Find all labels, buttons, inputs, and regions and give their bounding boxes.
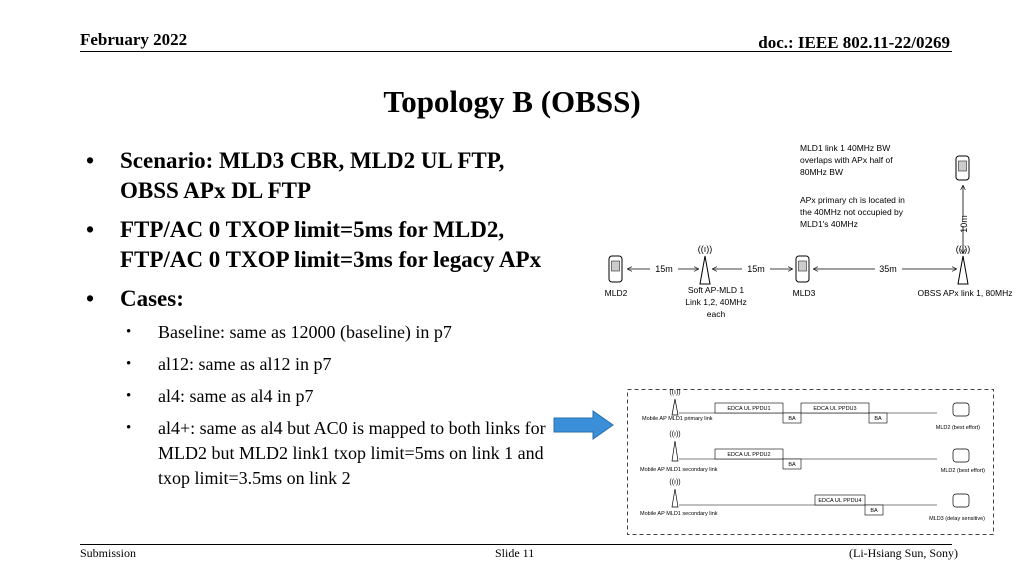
svg-text:((ı)): ((ı)) [956, 244, 971, 254]
ba-label: BA [870, 508, 878, 514]
mld2-phone-icon [608, 255, 623, 283]
bullet-scenario: •Scenario: MLD3 CBR, MLD2 UL FTP, OBSS A… [86, 148, 505, 203]
ba-label: BA [788, 462, 796, 468]
sub-bullet-dot: • [126, 419, 132, 436]
timing-diagram: ((ı)) Mobile AP MLD1 primary link EDCA U… [627, 389, 994, 535]
ap-tower-icon [671, 398, 679, 416]
device-1-label: MLD2 (best effort) [936, 425, 980, 431]
obss-ap-icon: ((ı)) [956, 244, 971, 285]
right-arrow-icon [553, 410, 614, 440]
ppdu-block [714, 448, 784, 460]
ppdu-3-label: EDCA UL PPDU4 [818, 498, 861, 504]
phone-icon [952, 402, 970, 417]
bullet-dot: • [86, 217, 95, 242]
ppdu-block [814, 494, 866, 506]
ba-block [864, 504, 884, 516]
label-obss-ap: OBSS APx link 1, 80MHz [918, 288, 1013, 298]
sub-bullet-dot: • [126, 355, 132, 372]
device-2-label: MLD2 (best effort) [941, 468, 985, 474]
header-date: February 2022 [80, 30, 188, 49]
ppdu-block [800, 402, 870, 414]
note-overlap-line3: 80MHz BW [800, 167, 843, 177]
footer-submission: Submission [80, 546, 137, 560]
timing-border [627, 389, 994, 535]
mld3-phone-icon [795, 255, 810, 283]
ppdu-1b-label: EDCA UL PPDU3 [813, 406, 856, 412]
phone-icon [952, 448, 970, 463]
ba-block [868, 412, 888, 424]
distance-label-1: 15m [655, 264, 673, 274]
antenna-icon: ((ı)) [669, 479, 680, 486]
footer-rule [80, 544, 952, 545]
note-primary-line2: the 40MHz not occupied by [800, 207, 904, 217]
bullet-dot: • [86, 286, 95, 311]
ba-label: BA [874, 416, 882, 422]
note-primary-line3: MLD1's 40MHz [800, 219, 858, 229]
note-primary-line1: APx primary ch is located in [800, 195, 905, 205]
distance-vertical-label: 10m [959, 215, 969, 233]
slide-title: Topology B (OBSS) [383, 84, 641, 119]
ap-tower-icon [671, 440, 679, 462]
antenna-icon: ((ı)) [669, 431, 680, 438]
footer-slide-number: Slide 11 [495, 546, 535, 560]
header-doc-id: doc.: IEEE 802.11-22/0269 [758, 33, 950, 52]
row3-label: Mobile AP MLD1 secondary link [640, 511, 718, 517]
sub-bullet-al4: •al4: same as al4 in p7 [86, 384, 556, 409]
sub-bullet-baseline: •Baseline: same as 12000 (baseline) in p… [86, 320, 556, 345]
soft-ap-icon: ((ı)) [698, 244, 713, 285]
sub-bullet-al12: •al12: same as al12 in p7 [86, 352, 556, 377]
ppdu-block [714, 402, 784, 414]
label-soft-ap-line3: each [707, 309, 726, 319]
label-mld3: MLD3 [793, 288, 816, 298]
phone-icon [955, 155, 970, 181]
ppdu-2-label: EDCA UL PPDU2 [727, 452, 770, 458]
sub-bullet-al4plus: •al4+: same as al4 but AC0 is mapped to … [126, 417, 546, 488]
row2-label: Mobile AP MLD1 secondary link [640, 467, 718, 473]
distance-label-2: 15m [747, 264, 765, 274]
svg-text:((ı)): ((ı)) [698, 244, 713, 254]
sub-bullet-dot: • [126, 387, 132, 404]
row1-label: Mobile AP MLD1 primary link [642, 416, 713, 422]
label-soft-ap-line1: Soft AP-MLD 1 [688, 285, 744, 295]
note-overlap-line1: MLD1 link 1 40MHz BW [800, 143, 890, 153]
antenna-icon: ((ı)) [669, 389, 680, 396]
ap-tower-icon [671, 488, 679, 508]
header-rule [80, 51, 952, 52]
sub-bullet-dot: • [126, 323, 132, 340]
ba-block [782, 458, 802, 470]
device-3-label: MLD3 (delay sensitive) [929, 516, 985, 522]
topology-diagram: MLD1 link 1 40MHz BW overlaps with APx h… [605, 143, 1013, 319]
note-overlap-line2: overlaps with APx half of [800, 155, 893, 165]
bullet-ftp: •FTP/AC 0 TXOP limit=5ms for MLD2, FTP/A… [86, 217, 542, 272]
bullet-list: •Scenario: MLD3 CBR, MLD2 UL FTP, OBSS A… [86, 146, 556, 498]
ppdu-1a-label: EDCA UL PPDU1 [727, 406, 770, 412]
ba-block [782, 412, 802, 424]
label-soft-ap-line2: Link 1,2, 40MHz [685, 297, 746, 307]
phone-icon [952, 493, 970, 508]
distance-label-3: 35m [879, 264, 897, 274]
bullet-cases: •Cases: [86, 284, 556, 314]
label-mld2: MLD2 [605, 288, 628, 298]
footer-author: (Li-Hsiang Sun, Sony) [849, 546, 958, 560]
bullet-dot: • [86, 148, 95, 173]
ba-label: BA [788, 416, 796, 422]
